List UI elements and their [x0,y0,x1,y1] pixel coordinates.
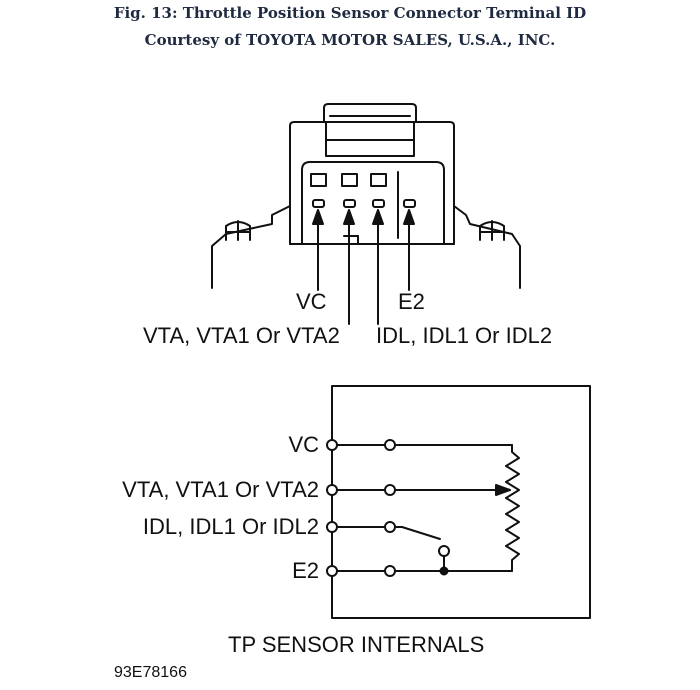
wiper-arrow [495,484,511,496]
figure-title: Fig. 13: Throttle Position Sensor Connec… [113,4,587,22]
leader-lines [312,209,415,325]
terminal-vc [326,439,338,451]
figure-courtesy: Courtesy of TOYOTA MOTOR SALES, U.S.A., … [144,31,556,49]
connector-base [211,205,521,289]
connector-label-vc: VC [296,289,327,314]
pin-2 [343,199,356,208]
bolt-right [479,220,505,241]
latch-tab [323,103,417,123]
terminal-e2 [326,565,338,577]
cavity-3 [370,173,387,187]
internals-label-vta: VTA, VTA1 Or VTA2 [122,477,319,502]
connector-housing [289,121,455,245]
node-idl [384,521,396,533]
connector-label-vta: VTA, VTA1 Or VTA2 [143,323,340,348]
terminal-idl [326,521,338,533]
inner-shroud [301,161,445,245]
internals-box [331,385,591,619]
switch-contact [438,545,450,557]
connector-illustration [211,103,521,289]
pin-1 [312,199,325,208]
figure-code: 93E78166 [114,664,187,681]
internals-label-vc: VC [288,432,319,457]
internals-caption: TP SENSOR INTERNALS [228,632,485,657]
pin-3 [372,199,385,208]
idl-switch [401,526,441,540]
internals-label-e2: E2 [292,558,319,583]
node-vc [384,439,396,451]
cavity-1 [310,173,327,187]
cavity-2 [341,173,358,187]
internals-label-idl: IDL, IDL1 Or IDL2 [142,514,319,539]
pin-4 [403,199,416,208]
bolt-left [225,220,251,241]
resistor [505,444,520,572]
terminal-vta [326,484,338,496]
connector-label-e2: E2 [398,289,425,314]
node-e2 [384,565,396,577]
node-vta [384,484,396,496]
connector-label-idl: IDL, IDL1 Or IDL2 [376,323,553,348]
tp-sensor-internals [326,385,591,619]
junction-dot [439,566,449,576]
